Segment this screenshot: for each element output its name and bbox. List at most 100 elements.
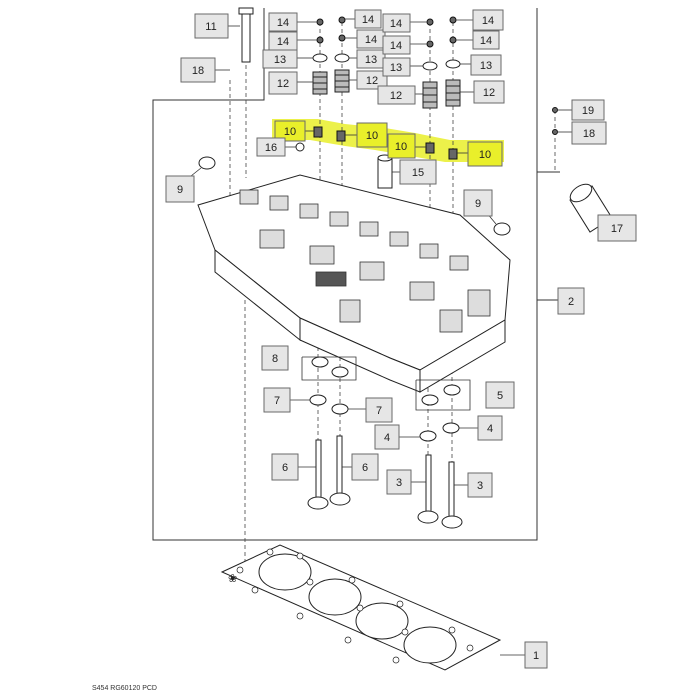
svg-text:6: 6 <box>362 462 368 474</box>
callout-15: 15 <box>399 159 437 185</box>
callout-12-a: 12 <box>268 71 298 95</box>
svg-text:9: 9 <box>475 198 481 210</box>
svg-text:9: 9 <box>177 184 183 196</box>
callout-2: 2 <box>557 287 585 315</box>
svg-text:17: 17 <box>611 223 623 235</box>
svg-text:10: 10 <box>284 126 296 138</box>
svg-text:18: 18 <box>192 65 204 77</box>
valve-right-a <box>417 454 439 524</box>
seal-parts-10 <box>313 126 458 160</box>
svg-text:2: 2 <box>568 296 574 308</box>
valve-left-b <box>329 435 351 506</box>
svg-text:14: 14 <box>482 15 494 27</box>
callout-14-f: 14 <box>382 35 411 55</box>
svg-text:3: 3 <box>477 480 483 492</box>
callout-16: 16 <box>256 137 286 157</box>
callout-4-right: 4 <box>477 415 503 441</box>
svg-text:1: 1 <box>533 650 539 662</box>
valve-spring-stacks <box>312 16 461 109</box>
svg-text:6: 6 <box>282 462 288 474</box>
svg-text:12: 12 <box>483 87 495 99</box>
svg-text:12: 12 <box>366 75 378 87</box>
callouts: 11 18 14 14 13 12 14 14 <box>165 9 637 669</box>
callout-14-h: 14 <box>472 30 500 50</box>
callout-6-right: 6 <box>351 453 379 481</box>
callout-14-b: 14 <box>268 31 298 51</box>
svg-text:5: 5 <box>497 390 503 402</box>
callout-11: 11 <box>194 13 229 39</box>
callout-14-d: 14 <box>356 29 386 49</box>
cylinder-head-body <box>197 174 511 393</box>
rod-part-11 <box>238 7 254 63</box>
svg-text:14: 14 <box>390 40 402 52</box>
callout-3-left: 3 <box>386 469 412 495</box>
svg-text:12: 12 <box>390 90 402 102</box>
callout-18-left: 18 <box>180 57 216 83</box>
callout-12-c: 12 <box>377 85 416 105</box>
callout-14-e: 14 <box>382 13 411 33</box>
svg-text:11: 11 <box>205 21 216 33</box>
svg-text:14: 14 <box>480 35 492 47</box>
svg-text:3: 3 <box>396 477 402 489</box>
svg-text:13: 13 <box>274 54 286 66</box>
svg-text:13: 13 <box>365 54 377 66</box>
plug-part-16 <box>295 142 305 152</box>
svg-text:18: 18 <box>583 128 595 140</box>
valves <box>307 435 463 529</box>
callout-12-b: 12 <box>356 70 388 90</box>
callout-13-c: 13 <box>382 57 411 77</box>
svg-text:4: 4 <box>487 423 493 435</box>
callout-10-b: 10 <box>356 122 388 148</box>
callout-7-right: 7 <box>365 397 393 423</box>
cup-plugs-9 <box>198 156 511 236</box>
svg-text:8: 8 <box>272 353 278 365</box>
callout-4-left: 4 <box>374 424 400 450</box>
valve-right-b <box>441 461 463 529</box>
svg-text:19: 19 <box>582 105 594 117</box>
svg-text:14: 14 <box>277 17 289 29</box>
callout-6-left: 6 <box>271 453 299 481</box>
figure-caption: S454 RG60120 PCD <box>92 685 157 692</box>
svg-text:4: 4 <box>384 432 390 444</box>
callout-12-d: 12 <box>473 80 505 104</box>
callout-18-right: 18 <box>571 121 607 145</box>
callout-14-c: 14 <box>354 9 382 29</box>
svg-text:14: 14 <box>362 14 374 26</box>
callout-17: 17 <box>597 214 637 242</box>
valve-left-a <box>307 439 329 510</box>
callout-1: 1 <box>524 641 548 669</box>
callout-9-right: 9 <box>463 189 493 217</box>
svg-text:13: 13 <box>480 60 492 72</box>
callout-7-left: 7 <box>263 387 291 413</box>
callout-10-c: 10 <box>387 133 416 159</box>
svg-text:15: 15 <box>412 167 424 179</box>
svg-text:12: 12 <box>277 78 289 90</box>
callout-3-right: 3 <box>467 472 493 498</box>
svg-text:16: 16 <box>265 142 277 154</box>
callout-13-b: 13 <box>356 49 386 69</box>
svg-text:7: 7 <box>274 395 280 407</box>
callout-10-d: 10 <box>467 141 503 167</box>
callout-13-d: 13 <box>470 54 502 76</box>
callout-19: 19 <box>571 99 605 121</box>
frame-lines <box>152 8 560 541</box>
svg-text:14: 14 <box>365 34 377 46</box>
callout-14-a: 14 <box>268 12 298 32</box>
svg-text:7: 7 <box>376 405 382 417</box>
svg-text:10: 10 <box>366 130 378 142</box>
leader-lines <box>185 18 608 656</box>
callout-9-left: 9 <box>165 175 195 203</box>
svg-text:14: 14 <box>277 36 289 48</box>
svg-text:14: 14 <box>390 18 402 30</box>
svg-text:10: 10 <box>395 141 407 153</box>
callout-5: 5 <box>485 381 515 409</box>
valve-rings <box>309 356 461 442</box>
sleeve-part-15 <box>377 154 393 189</box>
callout-13-a: 13 <box>262 49 298 69</box>
callout-14-g: 14 <box>472 9 504 31</box>
svg-text:13: 13 <box>390 62 402 74</box>
gasket-mark: ❀ <box>228 573 237 585</box>
callout-8: 8 <box>261 345 289 371</box>
